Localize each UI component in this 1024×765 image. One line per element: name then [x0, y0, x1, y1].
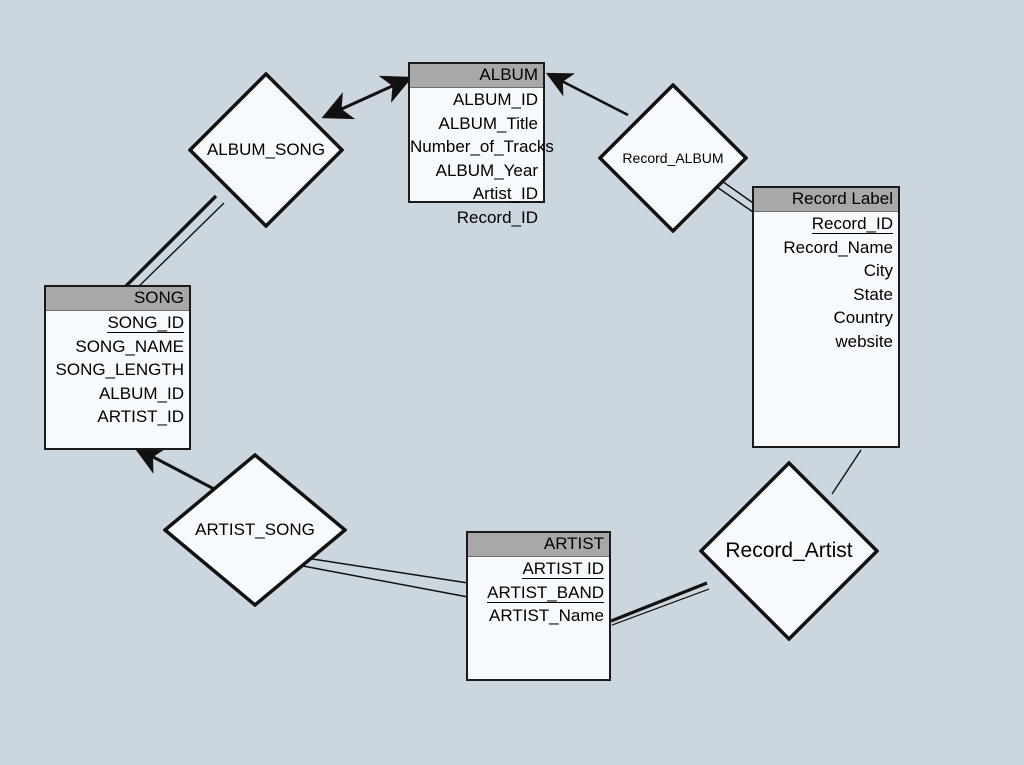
attribute-label: ARTIST ID	[522, 559, 604, 579]
attribute-label: ARTIST_BAND	[487, 582, 604, 603]
attribute-primary-key: ARTIST_BAND	[468, 581, 609, 605]
attribute: SONG_NAME	[46, 335, 189, 359]
attribute-label: ARTIST_Name	[489, 606, 604, 625]
entity-title-song: SONG	[46, 287, 189, 311]
attribute-label: SONG_LENGTH	[55, 360, 184, 379]
attribute: Record_ID	[410, 206, 543, 230]
attribute: Number_of_Tracks	[410, 135, 554, 159]
attribute-label: Record_ID	[456, 207, 538, 227]
attribute: Country	[754, 306, 898, 330]
attribute-label: SONG_NAME	[75, 336, 184, 356]
diamond-shape-artist_song	[163, 453, 347, 607]
entity-title-album: ALBUM	[410, 64, 543, 88]
attribute-label: Artist_ID	[472, 184, 538, 203]
attribute: City	[754, 259, 898, 283]
diamond-shape-record_artist	[699, 461, 879, 641]
attribute-list-artist: ARTIST ID ARTIST_BAND ARTIST_Name	[468, 557, 609, 628]
attribute-primary-key: Record_ID	[754, 212, 898, 236]
attribute: ARTIST_ID	[46, 405, 189, 429]
attribute: Record_Name	[754, 236, 898, 260]
attribute: SONG_LENGTH	[46, 358, 189, 382]
attribute-label: ALBUM_ID	[98, 383, 184, 403]
attribute-label: ALBUM_Title	[438, 113, 538, 133]
attribute-label: City	[863, 261, 893, 280]
relationship-label-record_album: Record_ALBUM	[622, 150, 724, 166]
attribute-label: Number_of_Tracks	[410, 137, 554, 156]
attribute-label: website	[835, 331, 893, 351]
attribute: ALBUM_Title	[410, 112, 543, 136]
attribute-label: Country	[833, 308, 893, 327]
diamond-shape-album_song	[188, 72, 344, 228]
attribute-label: ALBUM_Year	[435, 160, 538, 180]
attribute: ALBUM_ID	[410, 88, 543, 112]
entity-title-artist: ARTIST	[468, 533, 609, 557]
diamond-shape-record_album	[598, 83, 748, 233]
attribute: ALBUM_Year	[410, 159, 543, 183]
entity-title-record_label: Record Label	[754, 188, 898, 212]
relationship-record_album[interactable]: Record_ALBUM	[598, 83, 748, 233]
attribute-primary-key: ARTIST ID	[468, 557, 609, 581]
attribute: ALBUM_ID	[46, 382, 189, 406]
connector-record-artist-to-artist	[610, 581, 710, 626]
attribute: State	[754, 283, 898, 307]
relationship-label-record_artist: Record_Artist	[725, 539, 853, 562]
attribute: ARTIST_Name	[468, 604, 609, 628]
relationship-label-artist_song: ARTIST_SONG	[195, 520, 315, 539]
attribute-label: ARTIST_ID	[97, 407, 184, 426]
relationship-label-album_song: ALBUM_SONG	[206, 140, 326, 159]
attribute-label: ALBUM_ID	[452, 90, 538, 109]
attribute-label: Record_ID	[811, 214, 893, 234]
relationship-album_song[interactable]: ALBUM_SONG	[188, 72, 344, 228]
attribute-list-song: SONG_ID SONG_NAME SONG_LENGTH ALBUM_ID ARTIS…	[46, 311, 189, 429]
attribute: website	[754, 330, 898, 354]
attribute-primary-key: SONG_ID	[46, 311, 189, 335]
relationship-artist_song[interactable]: ARTIST_SONG	[163, 453, 347, 607]
attribute-label: Record_Name	[783, 237, 893, 257]
attribute-label: SONG_ID	[107, 313, 184, 333]
relationship-record_artist[interactable]: Record_Artist	[699, 461, 879, 641]
attribute-label: State	[853, 284, 893, 304]
attribute: Artist_ID	[410, 182, 543, 206]
